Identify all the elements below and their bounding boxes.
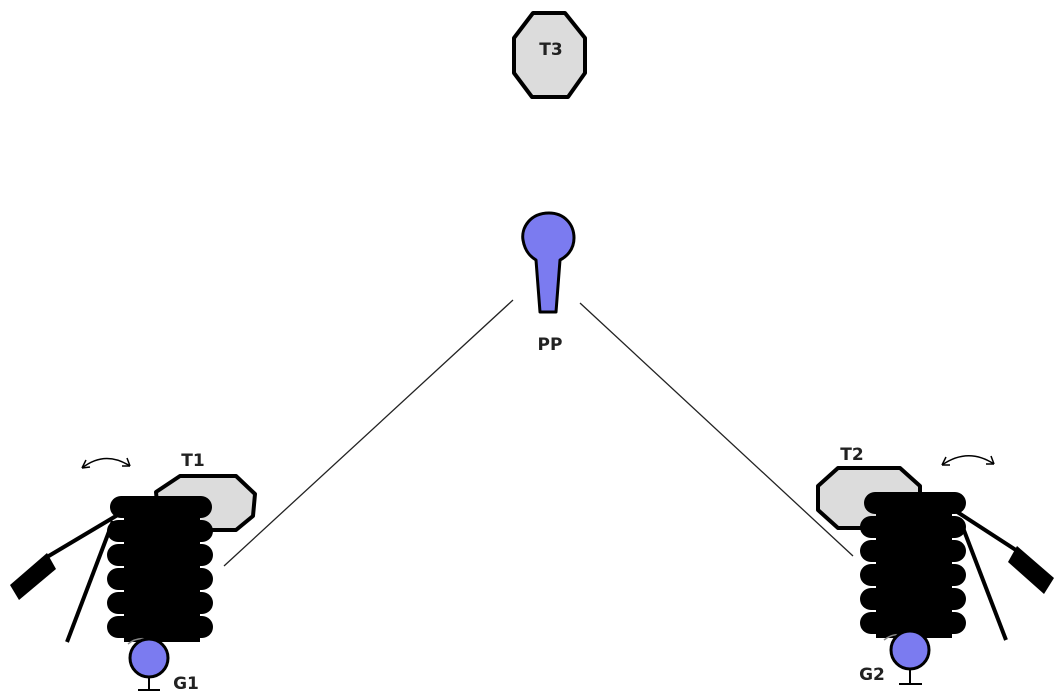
player-g1 bbox=[127, 637, 170, 691]
coil-spring-right bbox=[860, 492, 966, 638]
player-icon bbox=[521, 211, 576, 314]
rotate-arrow-icon bbox=[81, 457, 131, 469]
coil-spring-left bbox=[107, 496, 213, 642]
player-g2 bbox=[883, 629, 931, 685]
group-left: T1 G1 bbox=[10, 451, 257, 693]
link-line-right bbox=[579, 302, 854, 557]
handle-shaft-left bbox=[40, 511, 123, 562]
label-g1: G1 bbox=[173, 674, 199, 693]
player-pp: PP bbox=[521, 211, 576, 355]
label-t3: T3 bbox=[539, 40, 562, 60]
stick-left bbox=[65, 520, 115, 643]
label-t1: T1 bbox=[181, 451, 204, 471]
rotate-arrow-icon bbox=[941, 455, 995, 466]
label-pp: PP bbox=[538, 335, 563, 355]
octagon-icon bbox=[512, 11, 587, 99]
player-icon bbox=[889, 629, 931, 671]
handle-grip-left bbox=[10, 553, 56, 600]
table-t3: T3 bbox=[512, 11, 587, 99]
player-icon bbox=[128, 637, 170, 679]
handle-shaft-right bbox=[946, 504, 1024, 556]
group-right: T2 G2 bbox=[816, 445, 1054, 685]
link-line-left bbox=[223, 299, 514, 567]
label-g2: G2 bbox=[859, 665, 885, 685]
stick-right bbox=[958, 519, 1008, 641]
handle-grip-right bbox=[1008, 546, 1054, 594]
label-t2: T2 bbox=[840, 445, 863, 465]
